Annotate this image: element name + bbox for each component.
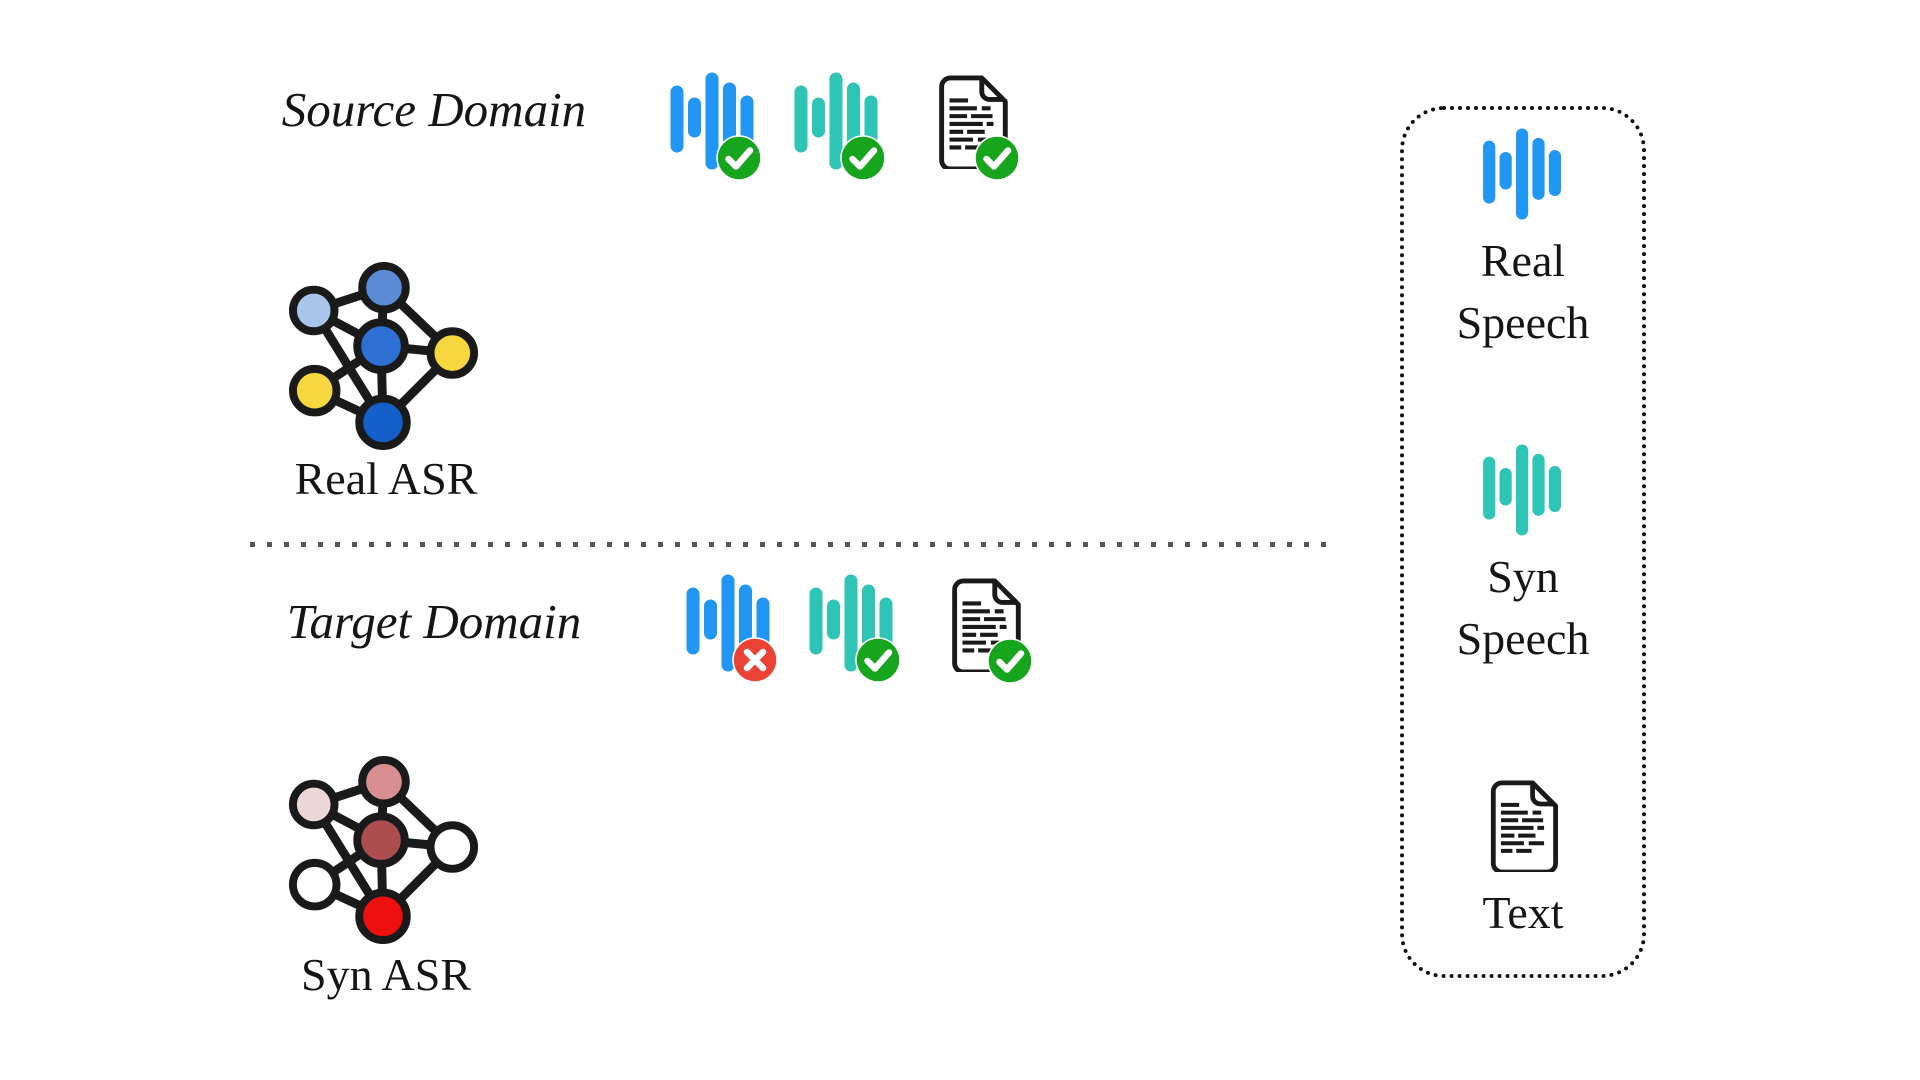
target-real-speech-item — [686, 574, 778, 683]
check-icon — [996, 650, 1025, 673]
target-domain-label: Target Domain — [286, 594, 582, 649]
target-text-item — [947, 578, 1033, 684]
syn-speech-waveform-icon — [1483, 444, 1562, 536]
legend-item-syn-speech: Syn Speech — [1433, 444, 1613, 670]
syn-speech-waveform-icon — [809, 574, 893, 672]
legend-item-real-speech: Real Speech — [1433, 128, 1613, 354]
check-icon — [725, 147, 754, 170]
syn-speech-waveform-icon — [794, 72, 878, 170]
check-icon — [849, 147, 878, 170]
section-divider — [250, 542, 1332, 547]
status-badge — [732, 637, 778, 683]
status-badge — [840, 135, 886, 181]
neural-network-icon — [288, 755, 479, 945]
legend-label: Text — [1482, 887, 1564, 939]
source-syn-speech-item — [794, 72, 886, 181]
check-icon — [983, 147, 1012, 170]
source-domain-label: Source Domain — [281, 82, 587, 137]
text-document-icon — [1490, 780, 1558, 873]
status-badge — [855, 637, 901, 683]
neural-network-icon — [288, 261, 479, 451]
cross-icon — [743, 648, 767, 672]
check-icon — [864, 649, 893, 672]
target-syn-speech-item — [809, 574, 901, 683]
status-badge — [716, 135, 762, 181]
source-real-speech-item — [670, 72, 762, 181]
source-text-item — [934, 75, 1020, 181]
status-badge — [987, 638, 1033, 684]
syn-asr-label: Syn ASR — [300, 949, 472, 1000]
legend-label: Real Speech — [1456, 235, 1590, 349]
real-speech-waveform-icon — [1483, 128, 1562, 220]
status-badge — [974, 135, 1020, 181]
legend-label: Syn Speech — [1456, 551, 1590, 665]
real-speech-waveform-icon — [686, 574, 770, 672]
legend-box: Real Speech Syn Speech — [1400, 106, 1646, 978]
real-asr-label: Real ASR — [294, 453, 478, 504]
real-speech-waveform-icon — [670, 72, 754, 170]
legend-item-text: Text — [1433, 780, 1613, 944]
